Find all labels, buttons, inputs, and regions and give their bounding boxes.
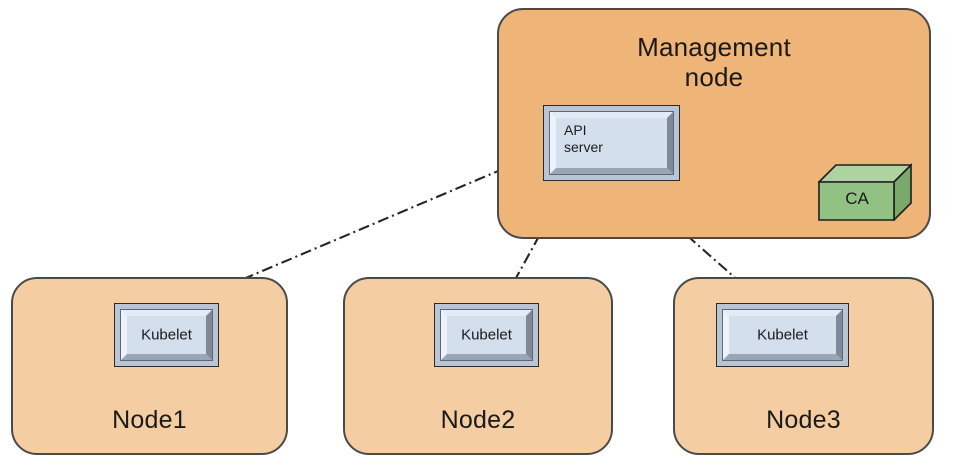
- node1-kubelet-inner: Kubelet: [120, 309, 213, 361]
- api-server-label-line2: server: [564, 139, 603, 155]
- ca-label: CA: [845, 189, 869, 208]
- node3-kubelet-label: Kubelet: [757, 326, 808, 344]
- node2-kubelet-inner: Kubelet: [440, 309, 533, 361]
- node1-kubelet-label: Kubelet: [141, 326, 192, 344]
- node3-kubelet-bevel: [723, 310, 842, 360]
- node1-kubelet-bevel: [121, 310, 212, 360]
- api-server-label-line1: API: [564, 122, 587, 138]
- api-server-bevel: [550, 112, 673, 174]
- api-server-box[interactable]: API server: [543, 105, 680, 181]
- worker-node-2-title: Node2: [440, 406, 516, 434]
- node2-kubelet-label: Kubelet: [461, 326, 512, 344]
- api-server-inner: API server: [549, 111, 674, 175]
- worker-node-1-title: Node1: [112, 406, 187, 434]
- ca-box[interactable]: CA: [818, 163, 912, 221]
- management-node-title-line1: Management: [637, 32, 791, 62]
- node2-kubelet-bevel: [441, 310, 532, 360]
- worker-node-3-title: Node3: [766, 406, 841, 434]
- node2-kubelet-box[interactable]: Kubelet: [434, 303, 539, 367]
- management-node-title-line2: node: [684, 62, 744, 92]
- node1-kubelet-box[interactable]: Kubelet: [114, 303, 219, 367]
- ca-cuboid-shape: [818, 163, 912, 221]
- node3-kubelet-inner: Kubelet: [722, 309, 843, 361]
- management-node-title: Management node: [499, 32, 929, 92]
- node3-kubelet-box[interactable]: Kubelet: [716, 303, 849, 367]
- api-server-label: API server: [564, 122, 603, 156]
